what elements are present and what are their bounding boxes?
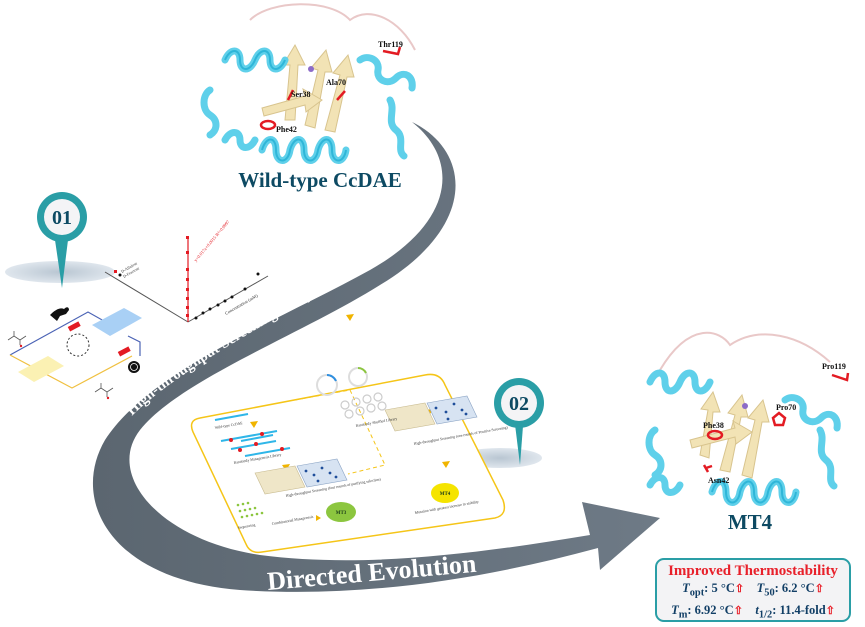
property-value: : 6.92 °C	[687, 602, 734, 617]
residue-label: Pro119	[822, 362, 846, 371]
up-arrow-icon: ⇧	[733, 604, 743, 617]
plot-annotation: y=0.017x+0.0015 R²=0.9997	[193, 219, 231, 263]
property-sub: m	[678, 609, 688, 620]
property-sub: opt	[689, 587, 705, 599]
property-value: : 11.4-fold	[772, 602, 826, 617]
pin-01	[5, 192, 115, 288]
property-sub: 50	[764, 587, 775, 599]
property-symbol: T	[682, 581, 690, 595]
reaction-pathway	[7, 307, 142, 400]
property-symbol: T	[756, 581, 765, 595]
residue-label: Asn42	[708, 476, 729, 485]
node-mt4: MT4	[440, 492, 451, 497]
mt4-title: MT4	[727, 510, 773, 534]
residue-label: Ser38	[291, 90, 311, 99]
property-value: : 6.2 °C	[774, 581, 815, 595]
workflow-step: Randomly Shuffled Library	[355, 417, 397, 428]
workflow-step: Sequencing	[237, 523, 255, 530]
property-t50: T50: 6.2 °C⇧	[756, 581, 824, 599]
workflow-step: Wild-type CcDAE	[214, 421, 243, 430]
property-symbol: T	[671, 602, 679, 617]
pin-02-label: 02	[509, 393, 529, 415]
property-row: Topt: 5 °C⇧ T50: 6.2 °C⇧	[657, 580, 849, 602]
property-value: : 5 °C	[704, 581, 735, 595]
thermostability-box: Improved Thermostability Topt: 5 °C⇧ T50…	[655, 558, 851, 622]
thermostability-title: Improved Thermostability	[668, 563, 838, 579]
pin-02	[458, 378, 544, 468]
property-sub: 1/2	[758, 609, 773, 620]
residue-label: Phe42	[276, 125, 297, 134]
pin-01-label: 01	[52, 207, 72, 229]
residue-label: Ala70	[326, 78, 346, 87]
up-arrow-icon: ⇧	[734, 583, 745, 595]
property-tm: Tm: 6.92 °C⇧	[671, 602, 743, 621]
workflow-panel	[190, 314, 506, 554]
property-topt: Topt: 5 °C⇧	[682, 581, 745, 599]
residue-label: Phe38	[703, 421, 724, 430]
mt4-protein-structure	[645, 331, 850, 506]
arrow-label-upper: High-throughput Screening Assay	[124, 286, 315, 419]
node-mt3: MT3	[336, 511, 347, 516]
wild-type-protein-structure	[200, 3, 416, 164]
plot-xlabel: Concentration (mM)	[224, 293, 259, 316]
property-half-life: t1/2: 11.4-fold⇧	[755, 602, 835, 621]
up-arrow-icon: ⇧	[825, 604, 835, 617]
property-row: Tm: 6.92 °C⇧ t1/2: 11.4-fold⇧	[657, 602, 849, 624]
directed-evolution-arrow	[92, 122, 660, 592]
up-arrow-icon: ⇧	[814, 583, 824, 595]
wild-type-title: Wild-type CcDAE	[238, 168, 402, 192]
property-symbol: t	[755, 602, 759, 617]
residue-label: Pro70	[776, 403, 796, 412]
workflow-step: Combinatorial Mutagenesis	[271, 515, 314, 526]
residue-label: Thr119	[378, 40, 403, 49]
standard-curve-plot	[104, 236, 269, 323]
